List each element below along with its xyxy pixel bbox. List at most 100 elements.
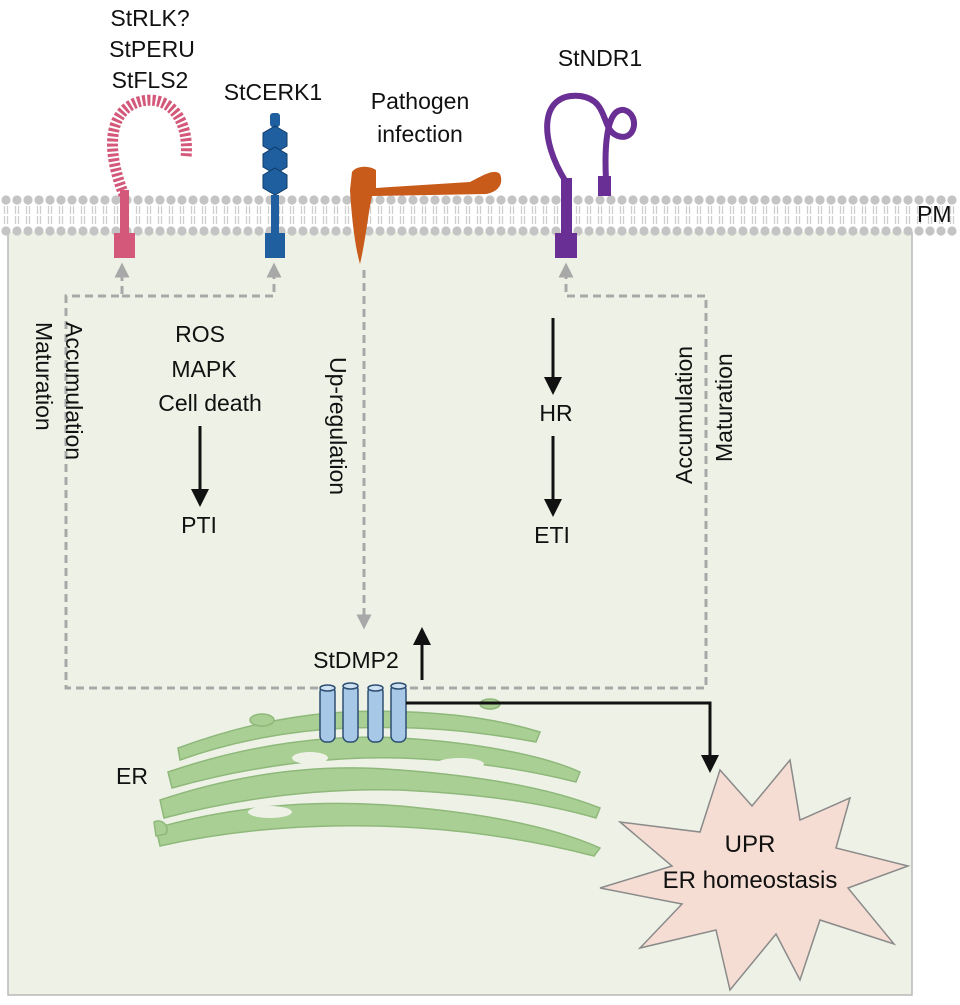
lipid-head <box>463 195 473 205</box>
lipid-head <box>23 195 33 205</box>
lipid-head <box>606 195 616 205</box>
lipid-head <box>815 226 825 236</box>
lipid-head <box>727 226 737 236</box>
lipid-head <box>430 195 440 205</box>
cerk1-lysm-3 <box>262 167 288 196</box>
lipid-head <box>408 195 418 205</box>
lipid-head <box>551 195 561 205</box>
lipid-head <box>804 226 814 236</box>
lipid-head <box>518 226 528 236</box>
cerk1-lysm-2 <box>262 146 288 175</box>
eti-result: ETI <box>534 522 570 548</box>
lipid-head <box>243 226 253 236</box>
lipid-head <box>419 226 429 236</box>
lipid-head <box>782 195 792 205</box>
lipid-head <box>485 226 495 236</box>
pti-step-ros: ROS <box>175 321 225 347</box>
pti-step-mapk: MAPK <box>171 356 237 382</box>
lipid-head <box>78 226 88 236</box>
pathogen-label-2: infection <box>377 121 463 147</box>
lipid-head <box>199 195 209 205</box>
lipid-head <box>144 226 154 236</box>
lipid-head <box>760 226 770 236</box>
lipid-head <box>892 195 902 205</box>
ndr1-stalk <box>561 178 572 235</box>
lipid-head <box>441 226 451 236</box>
lipid-head <box>188 226 198 236</box>
lipid-head <box>529 195 539 205</box>
lipid-head <box>914 226 924 236</box>
ndr1-cyto <box>555 233 577 258</box>
lipid-head <box>881 195 891 205</box>
lipid-head <box>177 226 187 236</box>
lipid-head <box>584 195 594 205</box>
plasma-membrane <box>0 195 960 236</box>
lipid-head <box>683 195 693 205</box>
lipid-head <box>672 195 682 205</box>
lipid-head <box>617 195 627 205</box>
ndr1-label: StNDR1 <box>558 45 642 71</box>
lipid-head <box>749 195 759 205</box>
lipid-head <box>56 226 66 236</box>
lipid-head <box>903 195 913 205</box>
lipid-head <box>67 226 77 236</box>
lipid-head <box>716 195 726 205</box>
lipid-head <box>595 195 605 205</box>
lipid-head <box>760 195 770 205</box>
lipid-head <box>639 226 649 236</box>
lipid-head <box>848 195 858 205</box>
lipid-head <box>463 226 473 236</box>
lipid-head <box>485 195 495 205</box>
lipid-head <box>331 195 341 205</box>
lipid-head <box>628 195 638 205</box>
left-return-label-1: Accumulation <box>61 322 87 460</box>
lipid-head <box>507 195 517 205</box>
lipid-head <box>683 226 693 236</box>
lipid-head <box>573 195 583 205</box>
lipid-head <box>661 226 671 236</box>
upregulation-label: Up-regulation <box>325 357 351 495</box>
lipid-heads <box>1 195 957 236</box>
lipid-head <box>12 226 22 236</box>
lipid-head <box>793 226 803 236</box>
lipid-head <box>199 226 209 236</box>
lipid-head <box>936 195 946 205</box>
lipid-head <box>287 195 297 205</box>
pti-step-celldeath: Cell death <box>158 390 262 416</box>
lipid-head <box>364 226 374 236</box>
lipid-head <box>650 226 660 236</box>
lipid-head <box>452 226 462 236</box>
lipid-head <box>672 226 682 236</box>
lipid-head <box>287 226 297 236</box>
lipid-head <box>1 195 11 205</box>
lipid-head <box>232 195 242 205</box>
lipid-head <box>815 195 825 205</box>
eti-step-hr: HR <box>539 400 572 426</box>
lipid-head <box>705 226 715 236</box>
lipid-head <box>89 226 99 236</box>
lipid-head <box>936 226 946 236</box>
lipid-head <box>584 226 594 236</box>
lipid-head <box>452 195 462 205</box>
er-cisterna-3 <box>159 767 601 819</box>
lipid-head <box>100 195 110 205</box>
lipid-head <box>78 195 88 205</box>
lipid-head <box>430 226 440 236</box>
lipid-head <box>254 226 264 236</box>
rlk-kinase <box>114 233 135 258</box>
lipid-head <box>100 226 110 236</box>
lipid-head <box>309 195 319 205</box>
er-tip-1 <box>153 820 168 837</box>
lipid-head <box>826 195 836 205</box>
lipid-head <box>496 195 506 205</box>
lipid-head <box>870 226 880 236</box>
lipid-head <box>232 226 242 236</box>
lipid-head <box>925 226 935 236</box>
lipid-head <box>771 226 781 236</box>
lipid-head <box>133 226 143 236</box>
lipid-head <box>518 195 528 205</box>
lipid-head <box>859 226 869 236</box>
cerk1-receptor <box>262 113 288 258</box>
lipid-head <box>903 226 913 236</box>
